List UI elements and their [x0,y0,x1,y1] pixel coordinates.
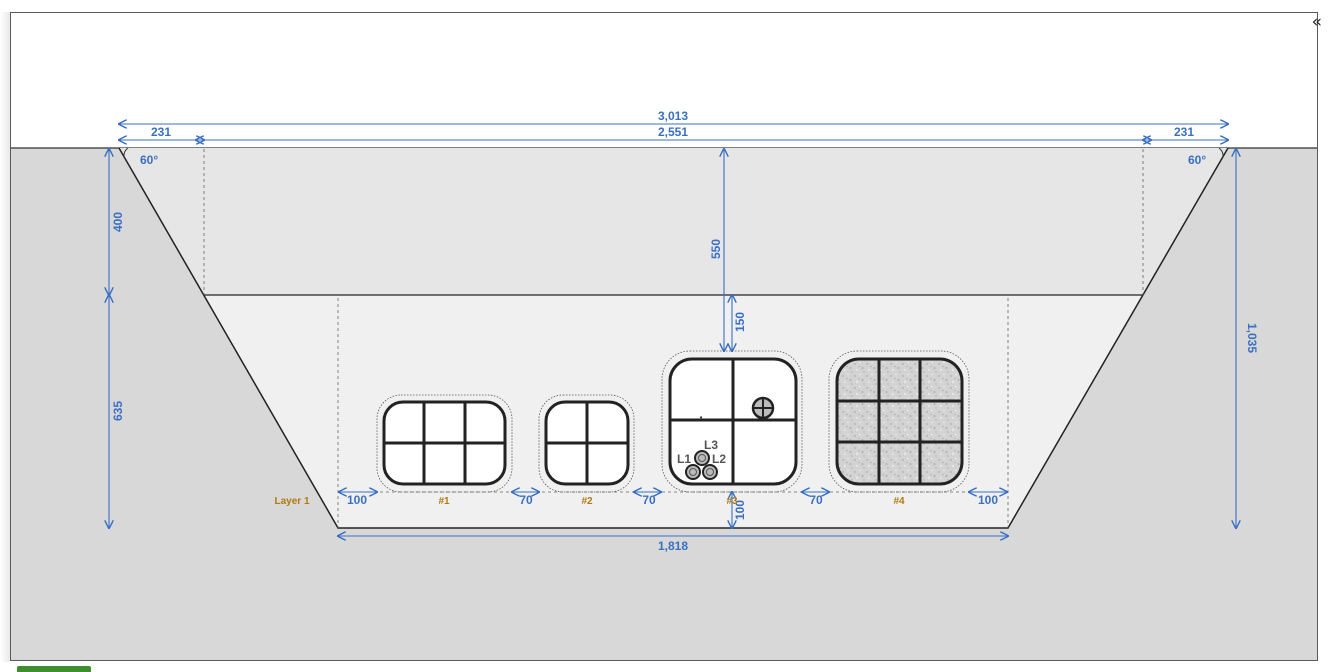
dim-left-lower: 635 [111,401,125,421]
dim-top-left: 231 [151,125,171,139]
dim-top-right: 231 [1174,125,1194,139]
angle-right-label: 60° [1188,153,1206,167]
dim-left-upper: 400 [111,212,125,232]
dim-right-total: 1,035 [1245,323,1259,353]
duct-bank-1[interactable] [376,394,513,493]
dim-gap-right: 100 [978,493,998,507]
duct-bank-4[interactable] [828,350,970,493]
trench-drawing-canvas: 60° 60° 3,013 231 2,551 231 400 635 1,03… [10,12,1318,661]
duct-1-tag: #1 [438,496,450,507]
left-edge-shadow [0,12,10,662]
angle-arc-right [1218,147,1224,158]
angle-arc-left [123,147,129,158]
cable-l2-label: L2 [712,452,726,466]
cable-l1-label: L1 [677,452,691,466]
dim-bottom-width: 1,818 [658,539,688,553]
dim-top-total: 3,013 [658,109,688,123]
earth-cable-icon [751,396,775,420]
trefoil-cables [685,450,718,480]
dim-center-top: 550 [709,239,723,259]
backfill-zone [119,148,1228,295]
duct-bank-2[interactable] [538,394,635,493]
duct-bank-3[interactable]: • [661,350,803,493]
duct-4-tag: #4 [893,496,905,507]
layer-label: Layer 1 [274,496,309,507]
dim-bottom-clearance: 100 [733,500,747,520]
trench-walls [118,147,1229,529]
collapse-panel-icon[interactable]: « [1311,12,1322,32]
dim-top-middle: 2,551 [658,125,688,139]
duct-2-tag: #2 [581,496,593,507]
svg-text:•: • [700,413,703,422]
dim-cover: 150 [733,312,747,332]
cable-l3-label: L3 [704,438,718,452]
duct-3-tag: #3 [726,496,738,507]
angle-left-label: 60° [140,153,158,167]
bottom-tab-indicator[interactable] [17,666,91,672]
trench-cross-section: 60° 60° 3,013 231 2,551 231 400 635 1,03… [11,109,1317,660]
dim-gap-3-4: 70 [809,493,823,507]
dim-gap-2-3: 70 [642,493,656,507]
dim-gap-1-2: 70 [519,493,533,507]
dim-gap-left: 100 [347,493,367,507]
